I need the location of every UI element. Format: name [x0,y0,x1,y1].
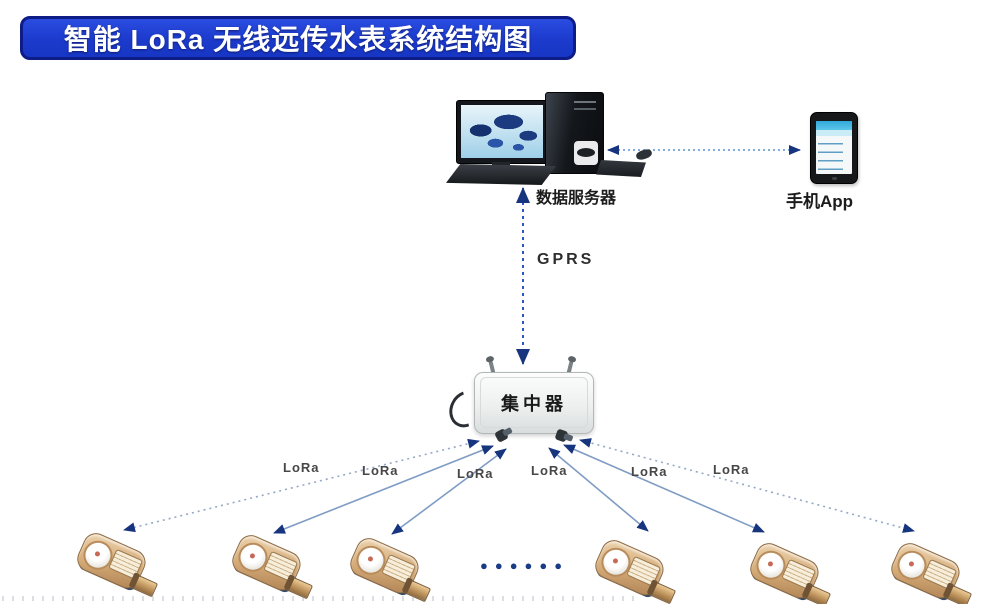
smartphone-illustration [810,112,858,184]
server-monitor [456,100,548,164]
lora-link-line-3 [391,448,507,535]
concentrator-faceplate [480,377,588,428]
smartphone-app-list [818,140,844,172]
water-meter-illustration [224,528,323,604]
concentrator-label: 集中器 [501,394,567,414]
lora-link-line-6 [579,438,915,533]
lora-link-label: LoRa [362,463,399,478]
phone-label: 手机App [786,192,854,211]
smartphone-home-button [832,177,837,180]
concentrator-illustration: 集中器 [474,372,594,434]
smartphone-app-header [816,121,852,130]
meter-pipe [129,573,159,598]
server-monitor-worldmap-screen [461,105,543,158]
lora-link-label: LoRa [531,463,568,478]
water-meter-illustration [742,536,841,604]
lora-link-line-4 [548,447,649,532]
diagram-title: 智能 LoRa 无线远传水表系统结构图 [20,16,576,60]
water-meter-illustration [69,526,168,604]
water-meter-illustration [342,531,441,604]
server-tower-front-panel [574,141,598,165]
gprs-link-label: GPRS [537,251,595,268]
lora-link-label: LoRa [283,460,320,475]
more-meters-ellipsis: ●●●●●● [480,558,570,573]
meter-pipe [802,583,832,604]
lora-link-line-1 [123,438,480,533]
water-meter-illustration [587,533,686,604]
smartphone-screen [816,121,852,174]
server-label: 数据服务器 [536,190,617,207]
server-tower [545,92,604,174]
concentrator-gland-right [554,428,569,443]
server-tower-drive-bay [574,101,596,103]
lora-link-line-5 [563,444,765,533]
lora-link-label: LoRa [457,466,494,481]
meter-pipe [943,583,973,604]
lora-link-label: LoRa [713,462,750,477]
server-keyboard [446,164,556,185]
server-tower-drive-bay [574,108,596,110]
server-keypad [596,160,646,177]
smartphone-app-subheader [816,130,852,136]
server-tower-vent-grill [577,148,595,157]
water-meter-illustration [883,536,982,604]
server-mouse [635,147,653,162]
meter-pipe [647,580,677,604]
cropped-bottom-text-artifact [2,596,642,601]
lora-link-label: LoRa [631,464,668,479]
